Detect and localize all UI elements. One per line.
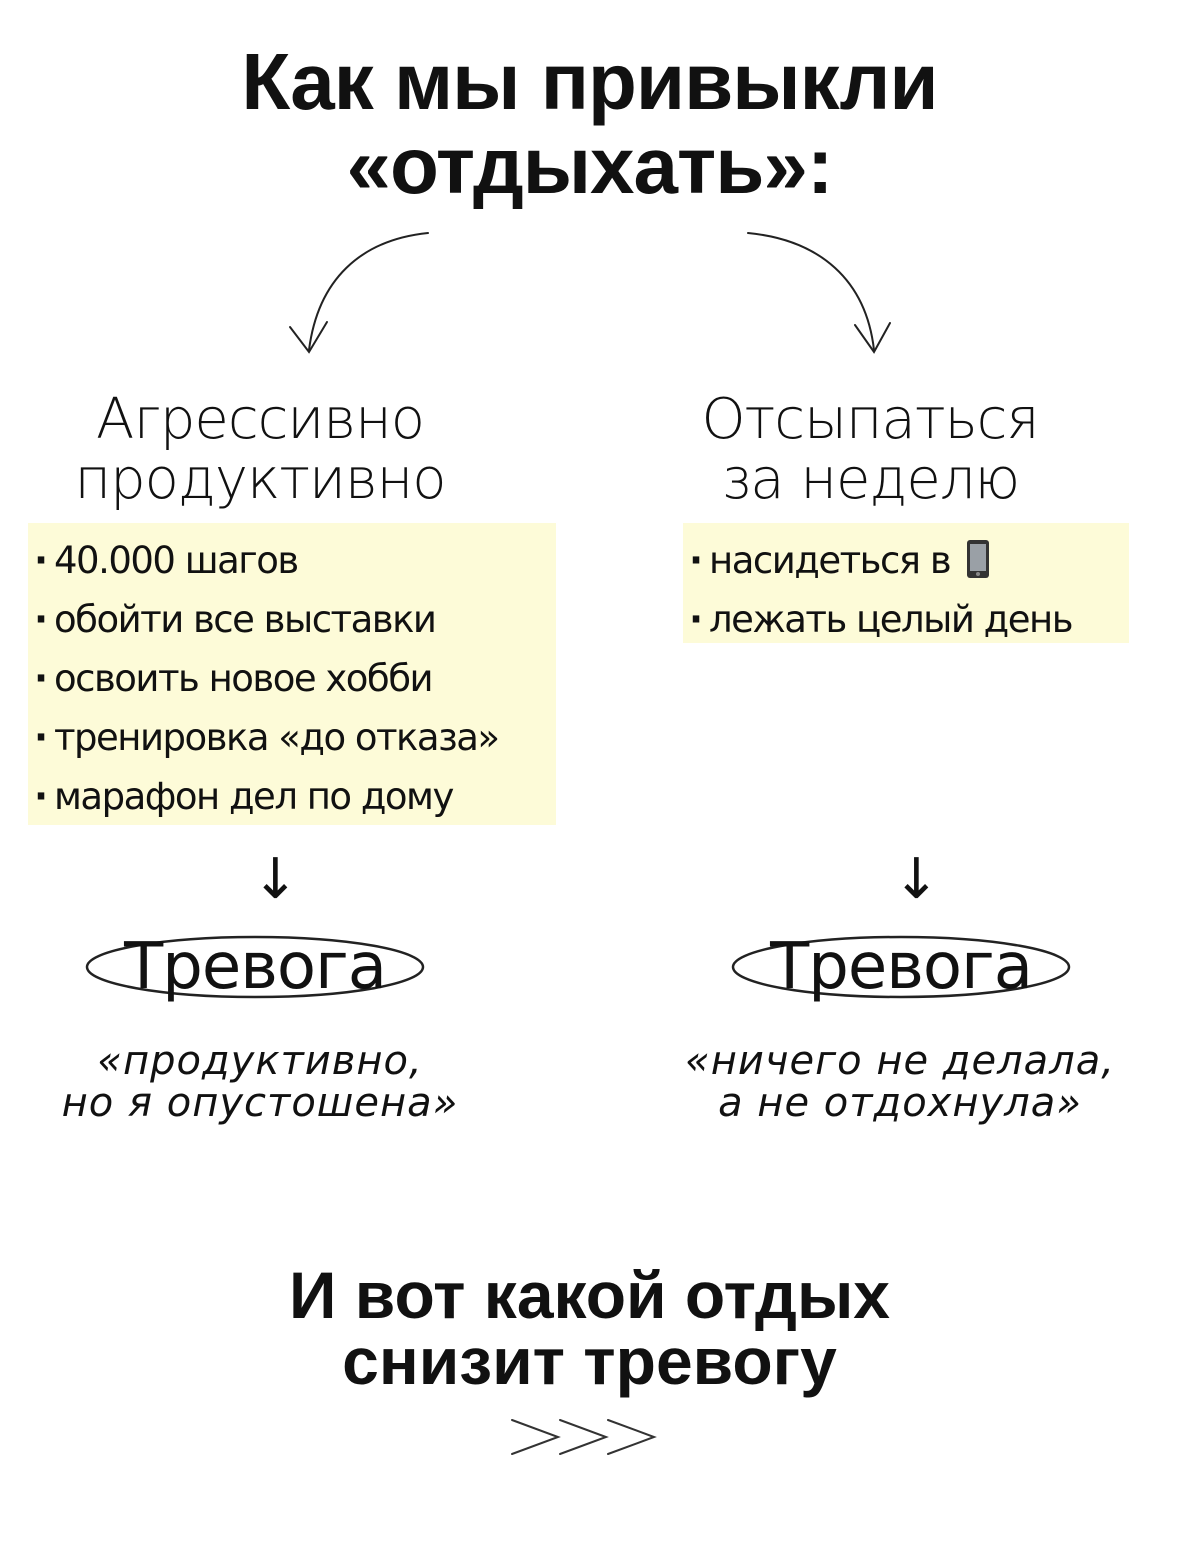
right-quote-line-2: а не отдохнула» <box>718 1080 1082 1126</box>
list-item: ·обойти все выставки <box>34 598 437 641</box>
left-quote-line-2: но я опустошена» <box>61 1080 459 1126</box>
left-heading: Агрессивно продуктивно <box>40 390 480 510</box>
list-item: ·40.000 шагов <box>34 539 299 582</box>
right-heading: Отсыпаться за неделю <box>660 390 1080 510</box>
page-title: Как мы привыкли «отдыхать»: <box>0 40 1179 208</box>
right-curved-arrow <box>747 232 875 351</box>
mobile-phone-icon <box>967 540 990 578</box>
left-quote: «продуктивно, но я опустошена» <box>10 1040 510 1124</box>
left-quote-line-1: «продуктивно, <box>97 1038 423 1084</box>
right-down-arrow-icon: ↓ <box>893 847 940 912</box>
right-arrowhead <box>854 322 891 354</box>
bottom-line-2: снизит тревогу <box>342 1324 837 1398</box>
right-quote-line-1: «ничего не делала, <box>685 1038 1115 1084</box>
right-quote: «ничего не делала, а не отдохнула» <box>640 1040 1160 1124</box>
list-item: ·тренировка «до отказа» <box>34 716 500 759</box>
right-heading-line-1: Отсыпаться <box>701 387 1039 452</box>
left-curved-arrow <box>308 232 429 351</box>
left-arrowhead <box>289 321 328 354</box>
left-list: ·40.000 шагов ·обойти все выставки ·осво… <box>28 523 556 825</box>
left-down-arrow-icon: ↓ <box>252 847 299 912</box>
list-item: ·марафон дел по дому <box>34 775 454 818</box>
left-heading-line-1: Агрессивно <box>96 387 425 452</box>
chevrons-right-icon <box>511 1419 657 1455</box>
left-heading-line-2: продуктивно <box>74 447 446 512</box>
list-item: ·лежать целый день <box>689 598 1074 641</box>
right-heading-line-2: за неделю <box>720 447 1020 512</box>
list-item: ·освоить новое хобби <box>34 657 434 700</box>
right-result-label: Тревога <box>770 930 1033 1004</box>
title-line-1: Как мы привыкли <box>241 37 938 126</box>
title-line-2: «отдыхать»: <box>346 121 833 210</box>
left-result-label: Тревога <box>124 930 387 1004</box>
bottom-callout: И вот какой отдых снизит тревогу <box>0 1262 1179 1394</box>
list-item: ·насидеться в <box>689 531 1129 590</box>
right-result-circle <box>731 935 1071 999</box>
left-result-circle <box>85 935 425 999</box>
right-list: ·насидеться в ·лежать целый день <box>683 523 1129 643</box>
bottom-line-1: И вот какой отдых <box>288 1258 891 1332</box>
